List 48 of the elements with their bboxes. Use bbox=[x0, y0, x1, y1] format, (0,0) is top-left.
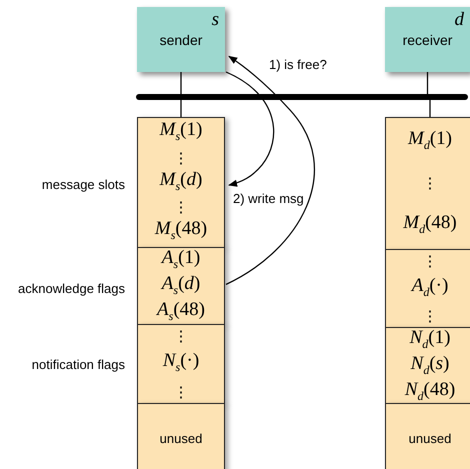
vertical-ellipsis: ⋮ bbox=[422, 253, 438, 270]
corner-label: d bbox=[454, 10, 464, 30]
memory-segment bbox=[137, 117, 225, 248]
memory-entry: A$_{s}$(d) bbox=[162, 274, 200, 299]
memory-segment bbox=[385, 117, 470, 250]
bus-line bbox=[136, 94, 468, 100]
node-label: receiver bbox=[402, 32, 454, 48]
process-box bbox=[137, 7, 225, 72]
connector-line bbox=[426, 72, 428, 94]
memory-entry: N$_{d}$(s) bbox=[410, 354, 450, 379]
region-label: notification flags bbox=[32, 357, 125, 372]
edge-label: 2) write msg bbox=[232, 191, 305, 206]
memory-segment bbox=[137, 247, 225, 325]
memory-segment bbox=[385, 249, 470, 328]
memory-entry: M$_{s}$(1) bbox=[160, 120, 202, 145]
connector-line bbox=[429, 100, 431, 117]
memory-segment bbox=[137, 324, 225, 404]
memory-entry: A$_{d}$(·) bbox=[412, 276, 448, 300]
memory-entry: M$_{d}$(48) bbox=[403, 212, 457, 238]
vertical-ellipsis: ⋮ bbox=[422, 175, 438, 192]
curved-arrow bbox=[226, 56, 315, 285]
segment-label: unused bbox=[408, 430, 452, 446]
corner-label: s bbox=[212, 10, 219, 30]
vertical-ellipsis: ⋮ bbox=[422, 308, 438, 324]
edge-label: 1) is free? bbox=[268, 57, 328, 72]
memory-entry: A$_{s}$(48) bbox=[157, 300, 205, 324]
memory-segment bbox=[137, 403, 225, 469]
process-box bbox=[385, 7, 470, 72]
vertical-ellipsis: ⋮ bbox=[174, 150, 188, 166]
node-label: sender bbox=[158, 32, 204, 48]
memory-entry: N$_{d}$(48) bbox=[404, 380, 456, 404]
memory-entry: N$_{s}$(·) bbox=[162, 351, 200, 376]
memory-entry: A$_{s}$(1) bbox=[162, 248, 200, 273]
vertical-ellipsis: ⋮ bbox=[174, 384, 188, 400]
memory-entry: M$_{s}$(d) bbox=[160, 170, 202, 194]
region-label: message slots bbox=[42, 177, 125, 192]
memory-segment bbox=[385, 403, 470, 469]
memory-entry: M$_{d}$(1) bbox=[408, 128, 452, 154]
connector-line bbox=[180, 72, 182, 94]
memory-segment bbox=[385, 327, 470, 404]
vertical-ellipsis: ⋮ bbox=[174, 328, 188, 344]
vertical-ellipsis: ⋮ bbox=[174, 199, 188, 216]
memory-entry: M$_{s}$(48) bbox=[154, 219, 208, 244]
region-label: acknowledge flags bbox=[18, 281, 125, 296]
curved-arrow bbox=[226, 71, 274, 187]
memory-entry: N$_{d}$(1) bbox=[410, 328, 450, 353]
segment-label: unused bbox=[160, 430, 202, 446]
connector-line bbox=[180, 100, 182, 117]
